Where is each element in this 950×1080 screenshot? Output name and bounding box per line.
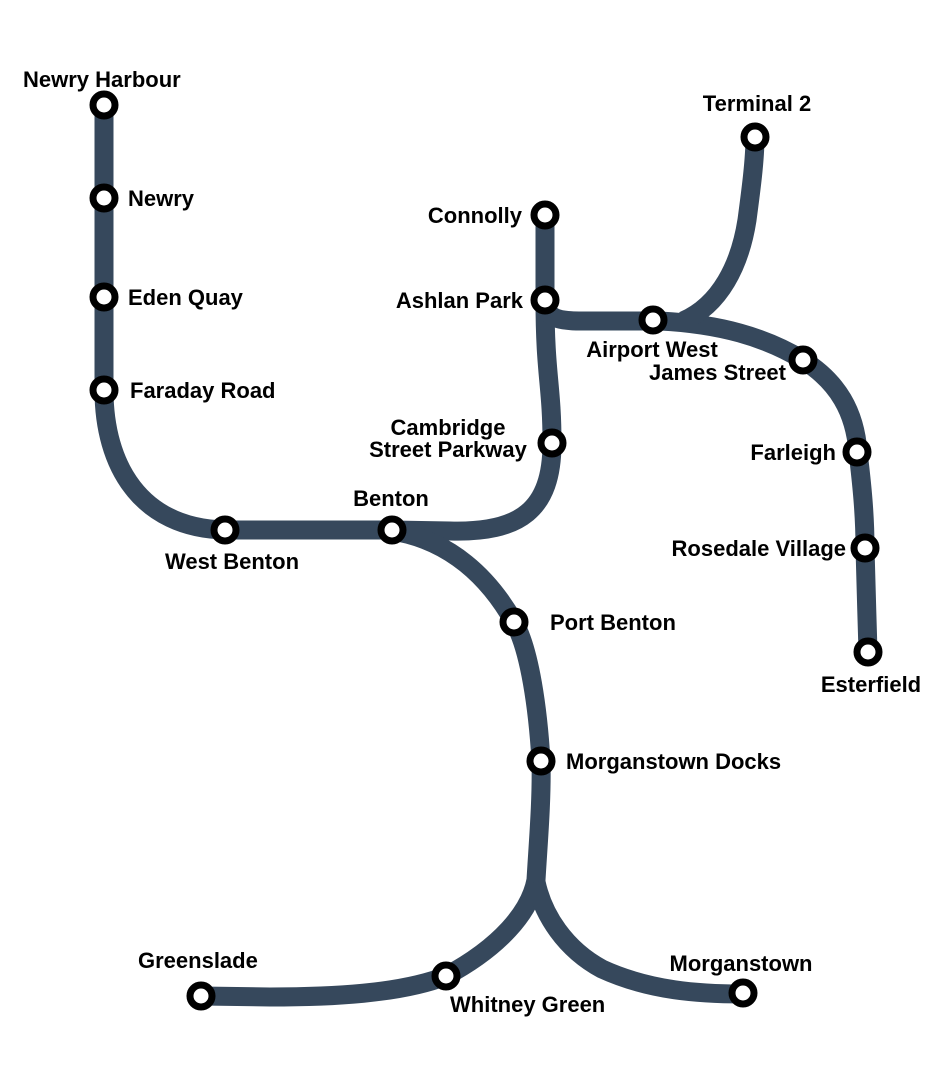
station-marker-newry-harbour bbox=[89, 90, 119, 120]
station-marker-connolly bbox=[530, 200, 560, 230]
station-label-esterfield: Esterfield bbox=[821, 672, 921, 697]
station-label-greenslade: Greenslade bbox=[138, 948, 258, 973]
station-label-morganstown-docks: Morganstown Docks bbox=[566, 749, 781, 774]
station-marker-west-benton bbox=[210, 515, 240, 545]
station-label-port-benton: Port Benton bbox=[550, 610, 676, 635]
station-label-faraday-road: Faraday Road bbox=[130, 378, 276, 403]
station-label-farleigh: Farleigh bbox=[750, 440, 836, 465]
station-label-morganstown: Morganstown bbox=[670, 951, 813, 976]
station-label-connolly: Connolly bbox=[428, 203, 523, 228]
route-morganstown-branch bbox=[526, 879, 744, 1004]
station-label-newry-harbour: Newry Harbour bbox=[23, 67, 181, 92]
station-marker-esterfield bbox=[853, 637, 883, 667]
route-south-line bbox=[200, 522, 551, 1007]
station-label-ashlan-park: Ashlan Park bbox=[396, 288, 524, 313]
station-marker-morganstown bbox=[728, 978, 758, 1008]
route-airport-line bbox=[535, 300, 878, 653]
station-label-james-street: James Street bbox=[649, 360, 787, 385]
station-label-terminal-2: Terminal 2 bbox=[703, 91, 811, 116]
station-label-west-benton: West Benton bbox=[165, 549, 299, 574]
route-west-main-line bbox=[94, 105, 562, 541]
station-label-whitney-green: Whitney Green bbox=[450, 992, 605, 1017]
station-label-rosedale-village: Rosedale Village bbox=[672, 536, 846, 561]
station-marker-morganstown-docks bbox=[526, 746, 556, 776]
station-marker-eden-quay bbox=[89, 282, 119, 312]
station-marker-ashlan-park bbox=[530, 285, 560, 315]
route-terminal-branch bbox=[678, 136, 765, 330]
station-label-benton: Benton bbox=[353, 486, 429, 511]
station-marker-cambridge-street-parkway bbox=[537, 428, 567, 458]
station-marker-james-street bbox=[788, 345, 818, 375]
station-marker-whitney-green bbox=[431, 961, 461, 991]
station-marker-rosedale-village bbox=[850, 533, 880, 563]
station-label-newry: Newry bbox=[128, 186, 195, 211]
station-marker-benton bbox=[377, 515, 407, 545]
station-marker-port-benton bbox=[499, 607, 529, 637]
station-label-airport-west: Airport West bbox=[586, 337, 718, 362]
station-marker-newry bbox=[89, 183, 119, 213]
station-marker-greenslade bbox=[186, 981, 216, 1011]
station-marker-airport-west bbox=[638, 305, 668, 335]
station-marker-farleigh bbox=[842, 437, 872, 467]
station-label-eden-quay: Eden Quay bbox=[128, 285, 244, 310]
station-marker-terminal-2 bbox=[740, 122, 770, 152]
station-marker-faraday-road bbox=[89, 375, 119, 405]
